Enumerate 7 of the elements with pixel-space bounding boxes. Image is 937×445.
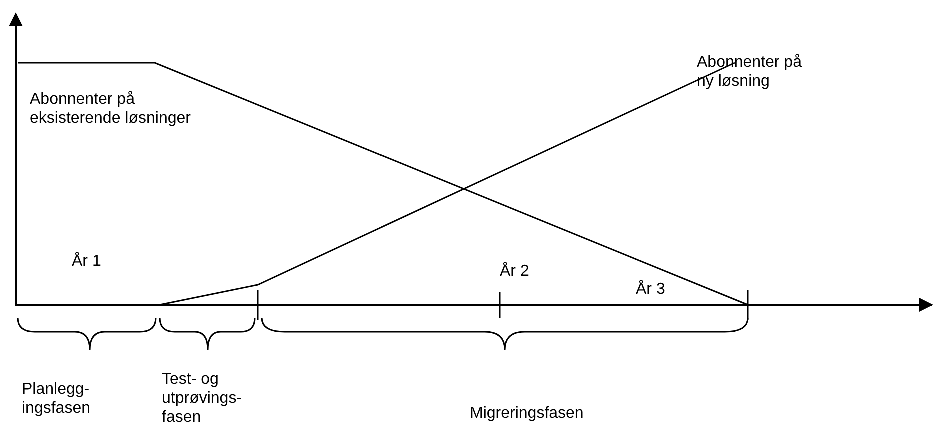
phase-label: Migreringsfasen — [470, 404, 584, 423]
year-label: År 1 — [72, 252, 102, 271]
line-label: Abonnenter på eksisterende løsninger — [30, 90, 192, 128]
year-label: År 2 — [500, 262, 530, 281]
year-label: År 3 — [636, 280, 666, 299]
phase-label: Test- og utprøvings- fasen — [162, 370, 244, 427]
phase-label: Planlegg- ingsfasen — [22, 380, 92, 418]
